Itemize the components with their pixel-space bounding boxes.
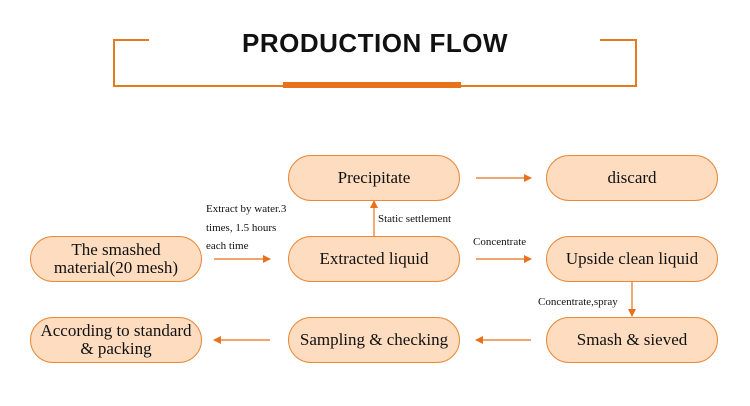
node-discard-label: discard — [607, 168, 657, 187]
node-upside-clean-liquid-label: Upside clean liquid — [565, 249, 699, 268]
node-smash-sieved: Smash & sieved — [546, 317, 718, 363]
label-extract-line-1: Extract by water.3 — [206, 203, 287, 215]
node-discard: discard — [546, 155, 718, 201]
node-smashed-material-label: The smashed material(20 mesh) — [53, 240, 179, 277]
node-sampling-checking-label: Sampling & checking — [299, 330, 449, 349]
node-precipitate: Precipitate — [288, 155, 460, 201]
node-sampling-checking: Sampling & checking — [288, 317, 460, 363]
title-frame-left-side — [113, 39, 115, 87]
title-frame-left-top — [113, 39, 149, 41]
node-extracted-liquid-label: Extracted liquid — [319, 249, 429, 268]
title-frame-right-side — [635, 39, 637, 87]
label-static-settlement: Static settlement — [378, 213, 452, 225]
label-extract-line-2: times, 1.5 hours — [206, 222, 277, 234]
title-frame-right-top — [600, 39, 637, 41]
title-frame-right-bottom — [461, 85, 637, 87]
node-smashed-material: The smashed material(20 mesh) — [30, 236, 202, 282]
label-concentrate-spray: Concentrate,spray — [538, 296, 618, 308]
node-according-packing: According to standard & packing — [30, 317, 202, 363]
page-title: PRODUCTION FLOW — [241, 28, 509, 58]
label-extract-line-3: each time — [206, 240, 249, 252]
node-precipitate-label: Precipitate — [337, 168, 411, 187]
node-according-packing-label: According to standard & packing — [40, 321, 192, 358]
label-concentrate: Concentrate — [473, 236, 527, 248]
node-upside-clean-liquid: Upside clean liquid — [546, 236, 718, 282]
node-extracted-liquid: Extracted liquid — [288, 236, 460, 282]
title-frame-left-bottom — [113, 85, 283, 87]
node-smash-sieved-label: Smash & sieved — [576, 330, 688, 349]
title-underline-bar — [283, 82, 461, 88]
